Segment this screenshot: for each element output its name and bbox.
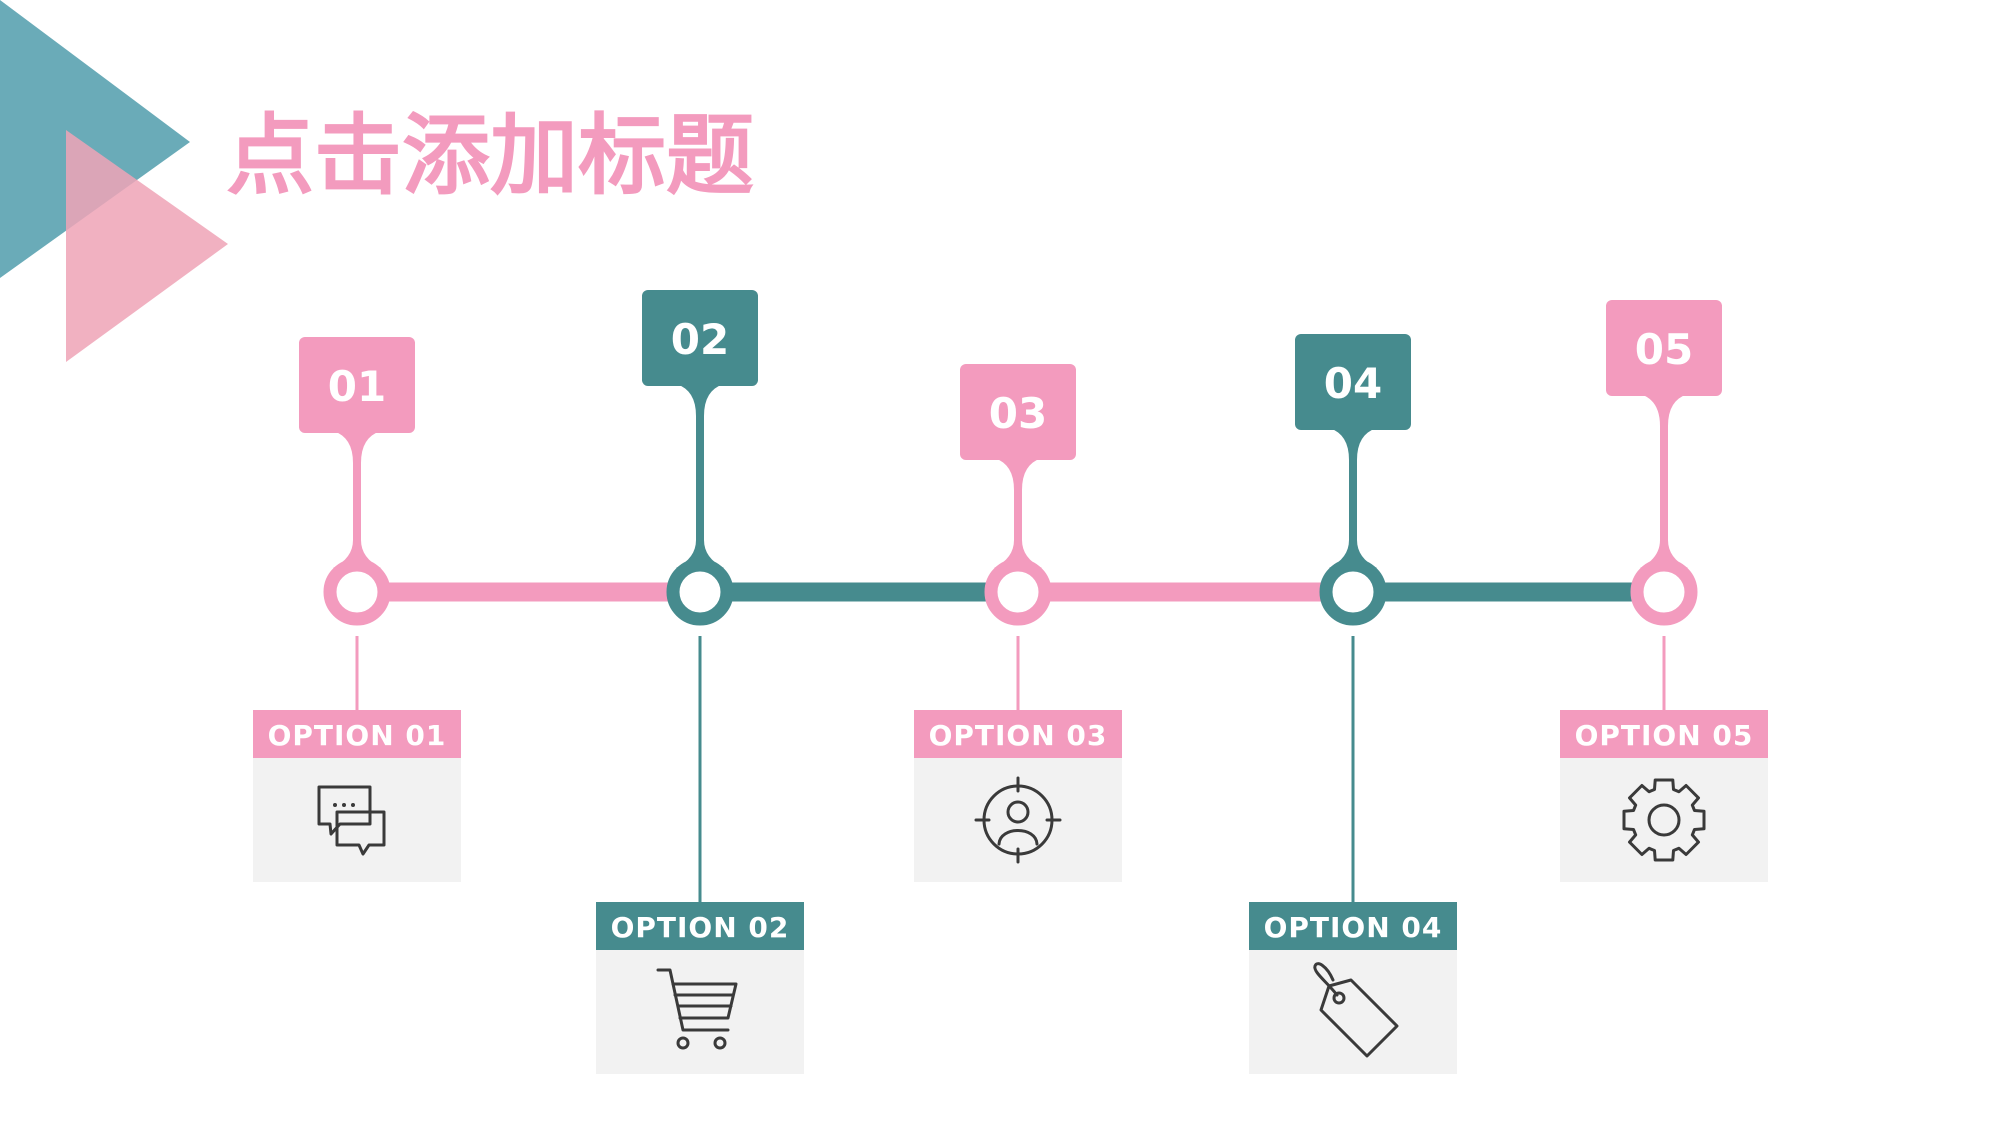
option-card-header [596,902,804,950]
step-number-box [299,337,415,433]
price-tag-icon [1313,962,1399,1058]
timeline-node [1630,558,1698,626]
option-label: OPTION 01 [268,719,447,752]
shopping-cart-icon [656,968,738,1050]
step-number: 01 [328,362,386,411]
step-number: 05 [1635,325,1693,374]
timeline-node [984,558,1052,626]
target-user-icon [974,776,1062,864]
gear-icon [1622,778,1706,862]
step-number-box [1295,334,1411,430]
step-number: 03 [989,389,1047,438]
option-card-header [1560,710,1768,758]
timeline-node [1319,558,1387,626]
step-number-box [960,364,1076,460]
page-title: 点击添加标题 [226,104,754,207]
option-label: OPTION 03 [929,719,1108,752]
step-number-box [642,290,758,386]
step-number: 04 [1324,359,1382,408]
step-number: 02 [671,315,729,364]
option-card-header [253,710,461,758]
option-label: OPTION 02 [611,911,790,944]
step-number-box [1606,300,1722,396]
pink-triangle-decoration [66,130,228,362]
timeline-node [666,558,734,626]
teal-triangle-decoration [0,0,190,278]
option-label: OPTION 05 [1575,719,1754,752]
option-card-header [914,710,1122,758]
option-label: OPTION 04 [1264,911,1443,944]
timeline-node [323,558,391,626]
option-card-header [1249,902,1457,950]
chat-bubbles-icon [317,785,386,856]
